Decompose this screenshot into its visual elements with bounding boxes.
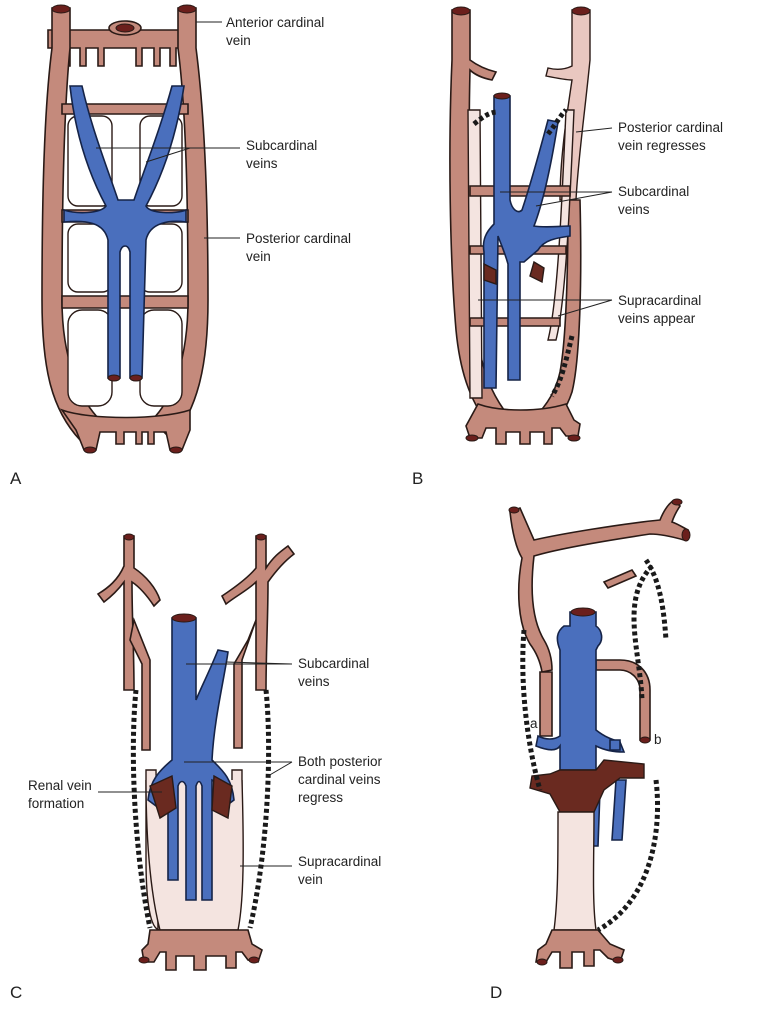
a-bottom-fan [59, 408, 191, 451]
panel-d: a b D [490, 498, 691, 1002]
b-subcardinal-veins [482, 95, 571, 389]
a-label-posterior-cardinal: Posterior cardinal [246, 231, 351, 246]
d-upper-veins [509, 498, 690, 673]
panel-letter-b: B [412, 469, 423, 488]
c-label-both-posterior: Both posterior [298, 754, 383, 769]
b-label-subcardinal-2: veins [618, 202, 650, 217]
d-bottom-fan [535, 929, 625, 969]
d-lower-ivc [553, 811, 597, 931]
c-label-supracardinal: Supracardinal [298, 854, 381, 869]
c-label-both-posterior-3: regress [298, 790, 343, 805]
panel-letter-a: A [10, 469, 22, 488]
c-label-subcardinal: Subcardinal [298, 656, 369, 671]
b-label-posterior-regresses: Posterior cardinal [618, 120, 723, 135]
c-label-renal: Renal vein [28, 778, 92, 793]
panel-a: Anterior cardinal vein Subcardinal veins… [10, 4, 351, 488]
a-label-subcardinal-2: veins [246, 156, 278, 171]
b-supracardinal-right [547, 109, 575, 341]
c-label-both-posterior-2: cardinal veins [298, 772, 381, 787]
b-label-posterior-regresses-2: vein regresses [618, 138, 706, 153]
panel-letter-d: D [490, 983, 502, 1002]
a-label-posterior-cardinal-2: vein [246, 249, 271, 264]
b-label-supracardinal: Supracardinal [618, 293, 701, 308]
c-label-supracardinal-2: vein [298, 872, 323, 887]
b-label-supracardinal-2: veins appear [618, 311, 696, 326]
a-label-anterior-cardinal: Anterior cardinal [226, 15, 324, 30]
a-cross-vessel [61, 103, 189, 115]
a-label-anterior-cardinal-2: vein [226, 33, 251, 48]
d-label-b: b [654, 732, 662, 747]
a-cross-vessel [61, 295, 189, 309]
b-label-subcardinal: Subcardinal [618, 184, 689, 199]
panel-b: Posterior cardinal vein regresses Subcar… [412, 6, 723, 488]
panel-c: Subcardinal veins Renal vein formation B… [10, 533, 383, 1002]
a-label-subcardinal: Subcardinal [246, 138, 317, 153]
c-label-subcardinal-2: veins [298, 674, 330, 689]
b-bottom-fan [465, 403, 581, 445]
c-right-upper-cardinal [220, 535, 296, 691]
c-label-renal-2: formation [28, 796, 84, 811]
d-label-a: a [530, 716, 538, 731]
panel-letter-c: C [10, 983, 22, 1002]
c-bottom-fan [141, 929, 263, 971]
